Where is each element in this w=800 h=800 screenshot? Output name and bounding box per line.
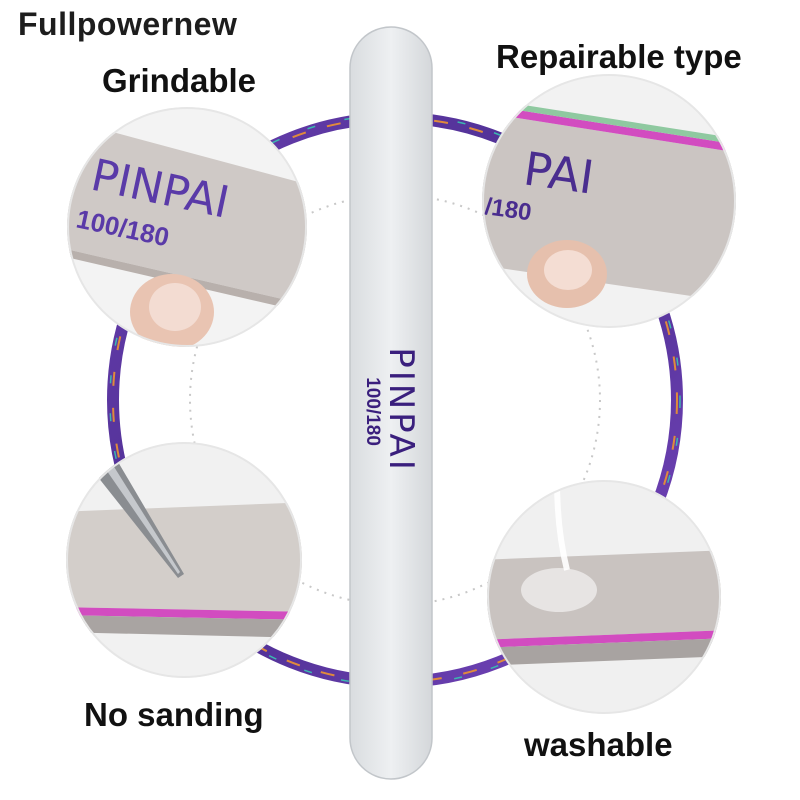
nail-file-brand-mark: PINPAI	[381, 347, 421, 473]
closeup-grit-print: /180	[483, 193, 533, 226]
file-closeup-surface	[66, 502, 302, 612]
gray-base	[66, 615, 302, 638]
green-strip	[492, 100, 736, 145]
detail-circle-washable	[487, 480, 721, 714]
fingernail	[149, 283, 201, 331]
water-splash	[521, 568, 597, 612]
closeup-brand-print: PAI	[520, 141, 597, 204]
feature-label-washable: washable	[524, 726, 673, 763]
ring-teal-stripe	[109, 114, 681, 686]
nail-file-body	[349, 26, 433, 780]
nail-file-grit: 100/180	[362, 377, 383, 446]
fingernail	[544, 250, 592, 290]
detail-circle-repairable: PAI /180	[482, 74, 736, 328]
file-closeup-surface	[67, 119, 307, 305]
nail-file	[349, 26, 433, 780]
feature-label-repairable: Repairable type	[496, 38, 742, 75]
feature-label-grindable: Grindable	[102, 62, 257, 99]
detail-circle-grindable: PINPAI 100/180	[67, 107, 307, 347]
pink-strip	[66, 607, 302, 620]
pink-strip	[492, 106, 736, 153]
pink-strip	[487, 630, 721, 648]
brand-name: Fullpowernew	[18, 6, 238, 42]
detail-circle-no-sanding	[66, 442, 302, 678]
tweezers-highlight	[98, 454, 180, 574]
gray-base	[487, 638, 721, 666]
feature-label-no-sanding: No sanding	[84, 696, 264, 733]
